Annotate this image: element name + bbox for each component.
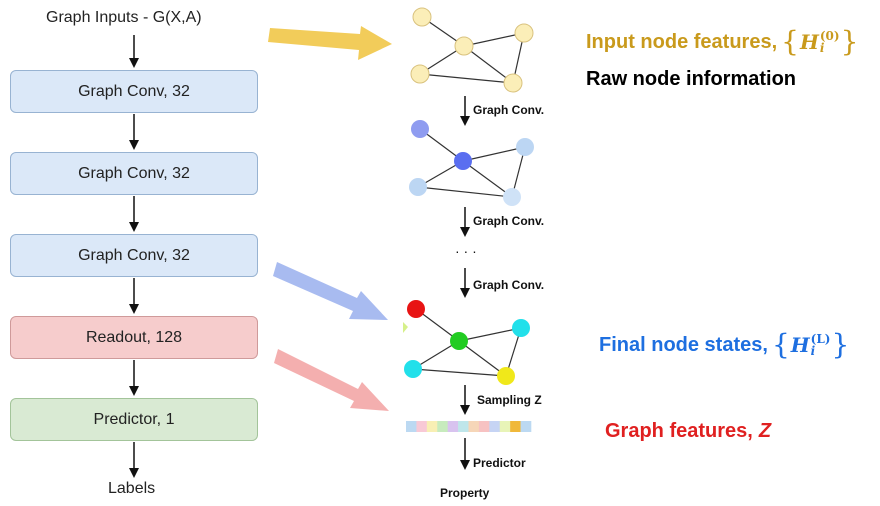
z-symbol: Z: [758, 420, 772, 442]
h0-set-notation: {H(0)i}: [781, 25, 859, 58]
step-label-graph-conv: Graph Conv.: [473, 278, 545, 292]
final-node-states-annotation: Final node states, {H(L)i}: [599, 331, 849, 359]
feature-cell: [468, 421, 480, 432]
raw-node-information: Raw node information: [586, 68, 796, 90]
graph-node: [503, 188, 521, 206]
input-graph: [410, 7, 534, 93]
feature-cell: [510, 421, 521, 432]
blue-mapping-arrow: [273, 262, 388, 320]
graph-edge: [462, 160, 513, 198]
graph-edge: [463, 32, 525, 47]
feature-cell: [447, 421, 459, 432]
step-label-predictor: Predictor: [473, 456, 526, 470]
readout-layer: Readout, 128: [10, 316, 258, 359]
feature-cell: [416, 421, 428, 432]
feature-cell: [406, 421, 417, 432]
graph-node: [409, 178, 427, 196]
superscript: (0): [819, 29, 840, 43]
graph-features-text: Graph features,: [605, 420, 753, 442]
h-symbol: H: [799, 30, 819, 54]
property-output: Property: [440, 486, 490, 500]
graph-node: [514, 23, 534, 43]
small-marker: [403, 322, 408, 333]
hidden-graph: [409, 120, 534, 206]
feature-cell: [437, 421, 448, 432]
step-label-sampling: Sampling Z: [477, 393, 542, 407]
ellipsis: · · ·: [455, 243, 477, 259]
hl-set-notation: {H(L)i}: [771, 328, 850, 361]
graph-inputs-label: Graph Inputs - G(X,A): [46, 9, 202, 26]
graph-conv-layer-3: Graph Conv, 32: [10, 234, 258, 277]
h-symbol: H: [790, 333, 810, 357]
graph-node: [412, 7, 432, 27]
graph-node: [454, 36, 474, 56]
graph-node: [404, 360, 422, 378]
graph-node: [454, 152, 472, 170]
graph-node: [497, 367, 515, 385]
graph-node: [410, 64, 430, 84]
graph-conv-layer-2: Graph Conv, 32: [10, 152, 258, 195]
graph-node: [407, 300, 425, 318]
feature-cell: [489, 421, 501, 432]
step-label-graph-conv: Graph Conv.: [473, 214, 545, 228]
graph-features-annotation: Graph features, Z: [605, 420, 771, 443]
subscript: i: [810, 344, 816, 358]
labels-output: Labels: [108, 480, 156, 497]
pink-mapping-arrow: [274, 349, 389, 411]
graph-node: [512, 319, 530, 337]
graph-node: [450, 332, 468, 350]
final-graph: [403, 300, 530, 385]
feature-cell: [478, 421, 490, 432]
graph-edge: [419, 73, 514, 84]
graph-edge: [412, 368, 507, 377]
graph-edge: [458, 327, 522, 342]
graph-edge: [462, 146, 526, 162]
graph-edge: [417, 186, 513, 198]
graph-node: [503, 73, 523, 93]
input-node-features-annotation: Input node features, {H(0)i}: [586, 28, 858, 56]
feature-cell: [458, 421, 469, 432]
input-node-features-text: Input node features,: [586, 30, 778, 53]
feature-cell: [520, 421, 532, 432]
subscript: i: [819, 41, 825, 55]
graph-feature-vector: [406, 421, 532, 432]
graph-node: [411, 120, 429, 138]
graph-edge: [463, 45, 514, 84]
graph-node: [516, 138, 534, 156]
superscript: (L): [810, 332, 831, 346]
final-node-states-text: Final node states,: [599, 333, 768, 356]
graph-edge: [458, 340, 507, 377]
step-label-graph-conv: Graph Conv.: [473, 103, 545, 117]
feature-cell: [499, 421, 511, 432]
graph-conv-layer-1: Graph Conv, 32: [10, 70, 258, 113]
predictor-layer: Predictor, 1: [10, 398, 258, 441]
yellow-mapping-arrow: [268, 26, 392, 60]
feature-cell: [426, 421, 438, 432]
